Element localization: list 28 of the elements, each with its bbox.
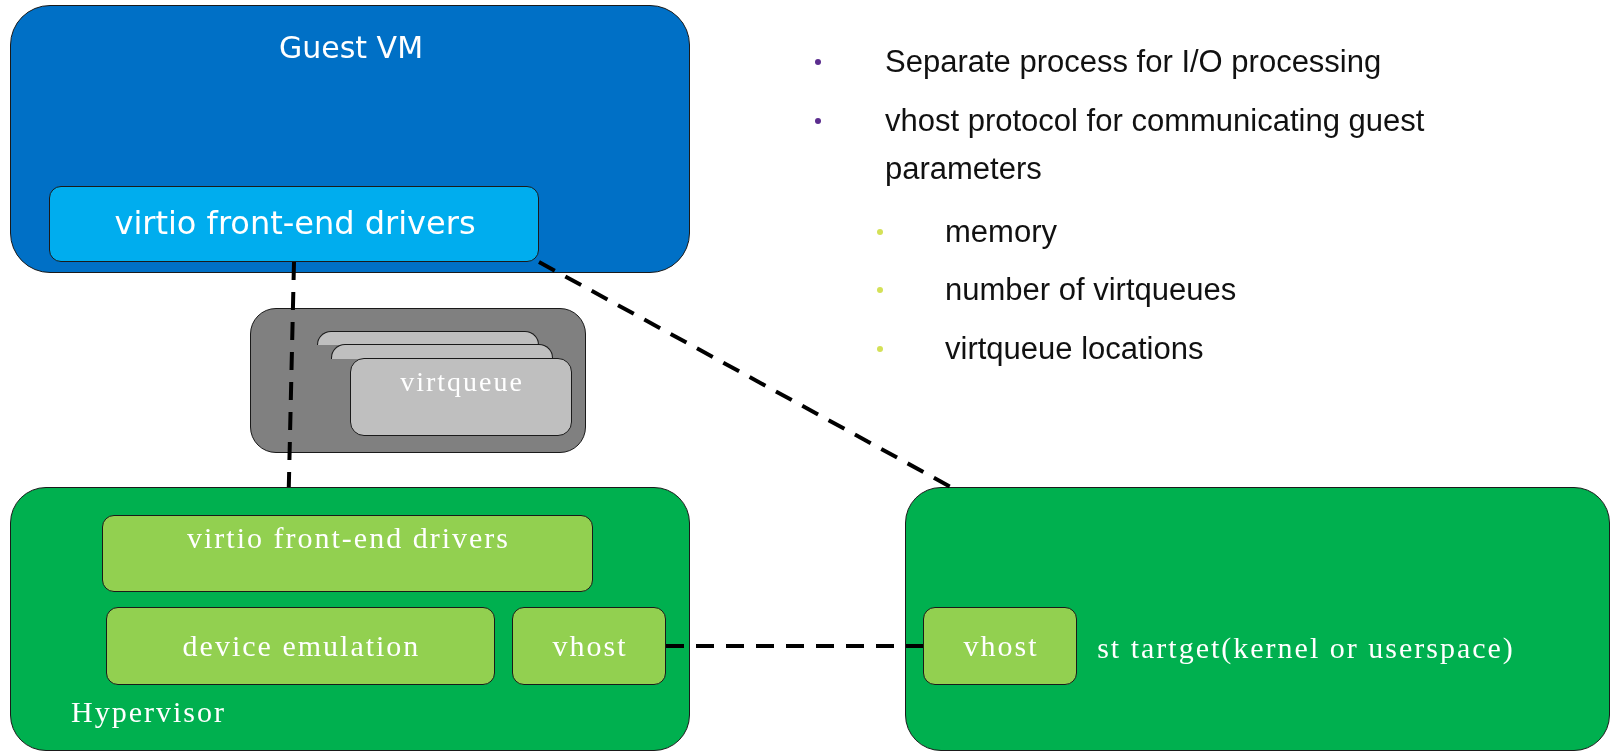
component-box	[10, 487, 690, 751]
box-label: vhost	[551, 628, 629, 664]
box-label: st tartget(kernel or userspace)	[1096, 630, 1516, 666]
component-box	[106, 607, 495, 685]
virtqueue-card	[317, 331, 539, 345]
box-label: virtio front-end drivers	[186, 520, 511, 556]
component-box	[49, 186, 539, 262]
virtqueue-group-box	[250, 308, 586, 453]
bullet-text: virtqueue locations	[945, 330, 1204, 368]
bullet-text: memory	[945, 213, 1057, 251]
box-label: virtio front-end drivers	[113, 203, 477, 244]
component-box	[102, 515, 593, 592]
dashed-connector	[666, 644, 923, 648]
box-label: device emulation	[181, 628, 422, 664]
box-label: Guest VM	[277, 29, 425, 67]
component-box	[350, 358, 572, 436]
component-box	[10, 5, 690, 273]
bullet-text: Separate process for I/O processing	[885, 43, 1382, 81]
dashed-connector	[286, 261, 296, 488]
dashed-connector	[538, 260, 952, 489]
bullet-text: number of virtqueues	[945, 271, 1237, 309]
component-box	[923, 607, 1077, 685]
bullet-text: vhost protocol for communicating guest parameters	[885, 102, 1426, 188]
component-box	[512, 607, 666, 685]
box-label: Hypervisor	[71, 694, 226, 730]
box-label: vhost	[962, 628, 1040, 664]
box-label: virtqueue	[399, 365, 525, 399]
component-box	[905, 487, 1610, 751]
